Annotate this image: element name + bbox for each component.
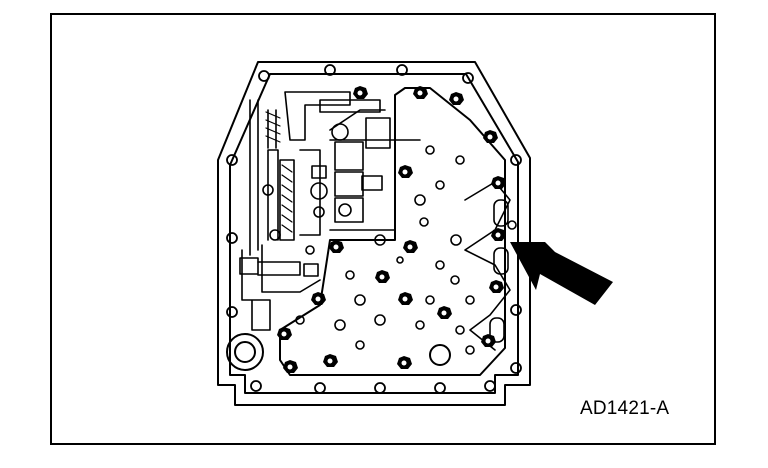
gasket-holes [226,64,522,394]
right-passages [464,181,511,351]
bolt-center-marks [281,90,501,370]
figure-frame [50,13,716,445]
arrow-icon [510,242,613,305]
gasket-inner-outline [229,73,519,394]
bore-port [226,333,264,371]
plate-holes [262,145,517,355]
gasket-outline [217,61,531,406]
plate-bore [429,344,451,366]
center-housings [310,109,391,223]
figure-code: AD1421-A [580,398,670,419]
left-mechanism [239,91,421,331]
